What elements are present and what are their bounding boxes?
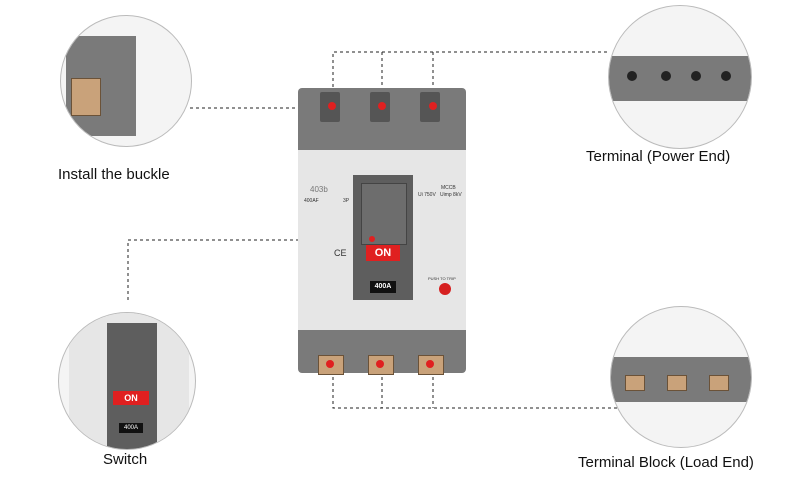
label-power-end: Terminal (Power End) xyxy=(586,148,731,165)
label-buckle: Install the buckle xyxy=(58,166,170,183)
leader-switch xyxy=(127,239,373,300)
detail-load-end xyxy=(610,306,752,448)
label-load-end: Terminal Block (Load End) xyxy=(578,454,754,471)
rating-label: 400A xyxy=(370,281,396,293)
model-label: 403b xyxy=(310,185,328,194)
switch-handle[interactable] xyxy=(361,183,407,245)
circuit-breaker: 403b 400AF 3P CE MCCB Ui 750V Uimp 8kV O… xyxy=(298,88,466,375)
detail-power-end xyxy=(608,5,752,149)
detail-buckle xyxy=(60,15,192,147)
label-switch: Switch xyxy=(103,451,148,468)
push-to-trip-button[interactable] xyxy=(439,283,451,295)
on-indicator: ON xyxy=(366,245,400,261)
detail-switch: ON 400A xyxy=(58,312,196,450)
